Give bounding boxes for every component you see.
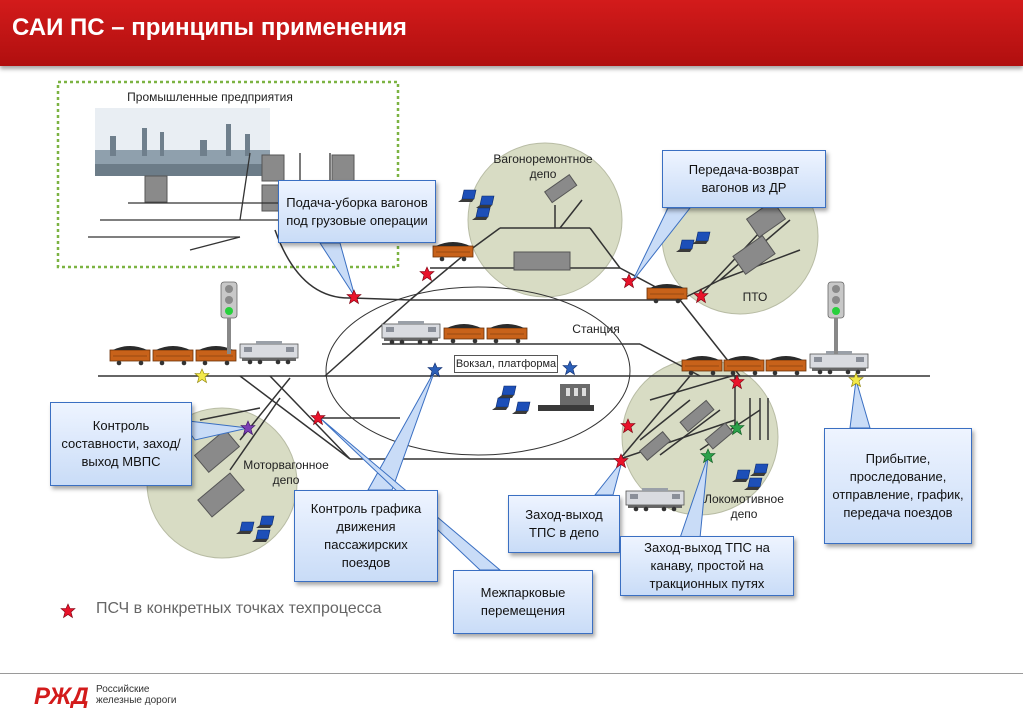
- wagon: [432, 241, 474, 262]
- psch-marker-icon: [419, 266, 435, 281]
- motor-depot-label: Моторвагонное депо: [243, 458, 329, 487]
- legend-text: ПСЧ в конкретных точках техпроцесса: [96, 600, 382, 617]
- station-label: Станция: [572, 322, 620, 336]
- callout-kontrol-grafika: Контроль графика движения пассажирских п…: [294, 490, 438, 582]
- wagon-depot-label: Вагоноремонтное депо: [493, 152, 593, 181]
- motor-depot-building: [197, 472, 245, 518]
- wagon-depot-circle: [467, 142, 623, 298]
- traffic-signal-icon: [220, 281, 238, 355]
- station-ellipse: [325, 286, 631, 456]
- callout-kontrol-sostav: Контроль составности, заход/выход МВПС: [50, 402, 192, 486]
- laptop-icon: [497, 385, 517, 399]
- wagon-depot-building: [513, 251, 571, 271]
- psch-marker-icon: [346, 289, 362, 304]
- locomotive: [625, 487, 685, 512]
- locomotive: [809, 350, 869, 375]
- industry-building: [261, 154, 285, 182]
- loco-depot-building: [638, 431, 672, 461]
- blue-marker-icon: [427, 362, 443, 377]
- header-bar: САИ ПС – принципы применения: [0, 0, 1023, 66]
- loco-depot-building: [679, 399, 715, 433]
- locomotive: [239, 340, 299, 365]
- callout-mezhpark: Межпарковые перемещения: [453, 570, 593, 634]
- traffic-signal-icon: [827, 281, 845, 355]
- wagon: [486, 323, 528, 344]
- pto-building: [732, 234, 776, 276]
- logo-line-2: железные дороги: [96, 695, 177, 706]
- callout-peredacha: Передача-возврат вагонов из ДР: [662, 150, 826, 208]
- industry-building: [331, 154, 355, 182]
- loco-depot-label: Локомотивное депо: [704, 492, 784, 521]
- pto-label: ПТО: [742, 290, 768, 304]
- wagon: [765, 355, 807, 376]
- page-title: САИ ПС – принципы применения: [12, 14, 407, 41]
- pto-building: [745, 200, 787, 238]
- blue-marker-icon: [562, 360, 578, 375]
- wagon: [443, 323, 485, 344]
- loco-depot-building: [704, 422, 734, 450]
- tracks: [98, 199, 930, 471]
- vokzal-label: Вокзал, платформа: [454, 355, 558, 373]
- wagon-depot-building: [544, 173, 578, 204]
- svg-text:РЖД: РЖД: [34, 683, 89, 708]
- wagon: [109, 345, 151, 366]
- wagon: [152, 345, 194, 366]
- industry-frame: [56, 80, 400, 269]
- footer-divider: [0, 673, 1023, 674]
- callout-podacha: Подача-уборка вагонов под грузовые опера…: [278, 180, 436, 243]
- factory-image: [95, 108, 270, 176]
- callout-zahod-kanava: Заход-выход ТПС на канаву, простой на тр…: [620, 536, 794, 596]
- rzd-logo-icon: РЖД: [34, 683, 89, 708]
- logo-line-1: Российские: [96, 684, 150, 695]
- logo-text: Российские железные дороги: [96, 684, 176, 706]
- station-building: [538, 384, 594, 411]
- laptop-icon: [491, 397, 511, 411]
- legend-star-icon: [60, 603, 76, 618]
- locomotive: [381, 320, 441, 345]
- callout-zahod-depo: Заход-выход ТПС в депо: [508, 495, 620, 553]
- laptop-icon: [511, 401, 531, 415]
- industry-label: Промышленные предприятия: [127, 90, 293, 104]
- motor-depot-building: [193, 429, 241, 473]
- callout-pribytie: Прибытие, проследование, отправление, гр…: [824, 428, 972, 544]
- industry-building: [144, 175, 168, 203]
